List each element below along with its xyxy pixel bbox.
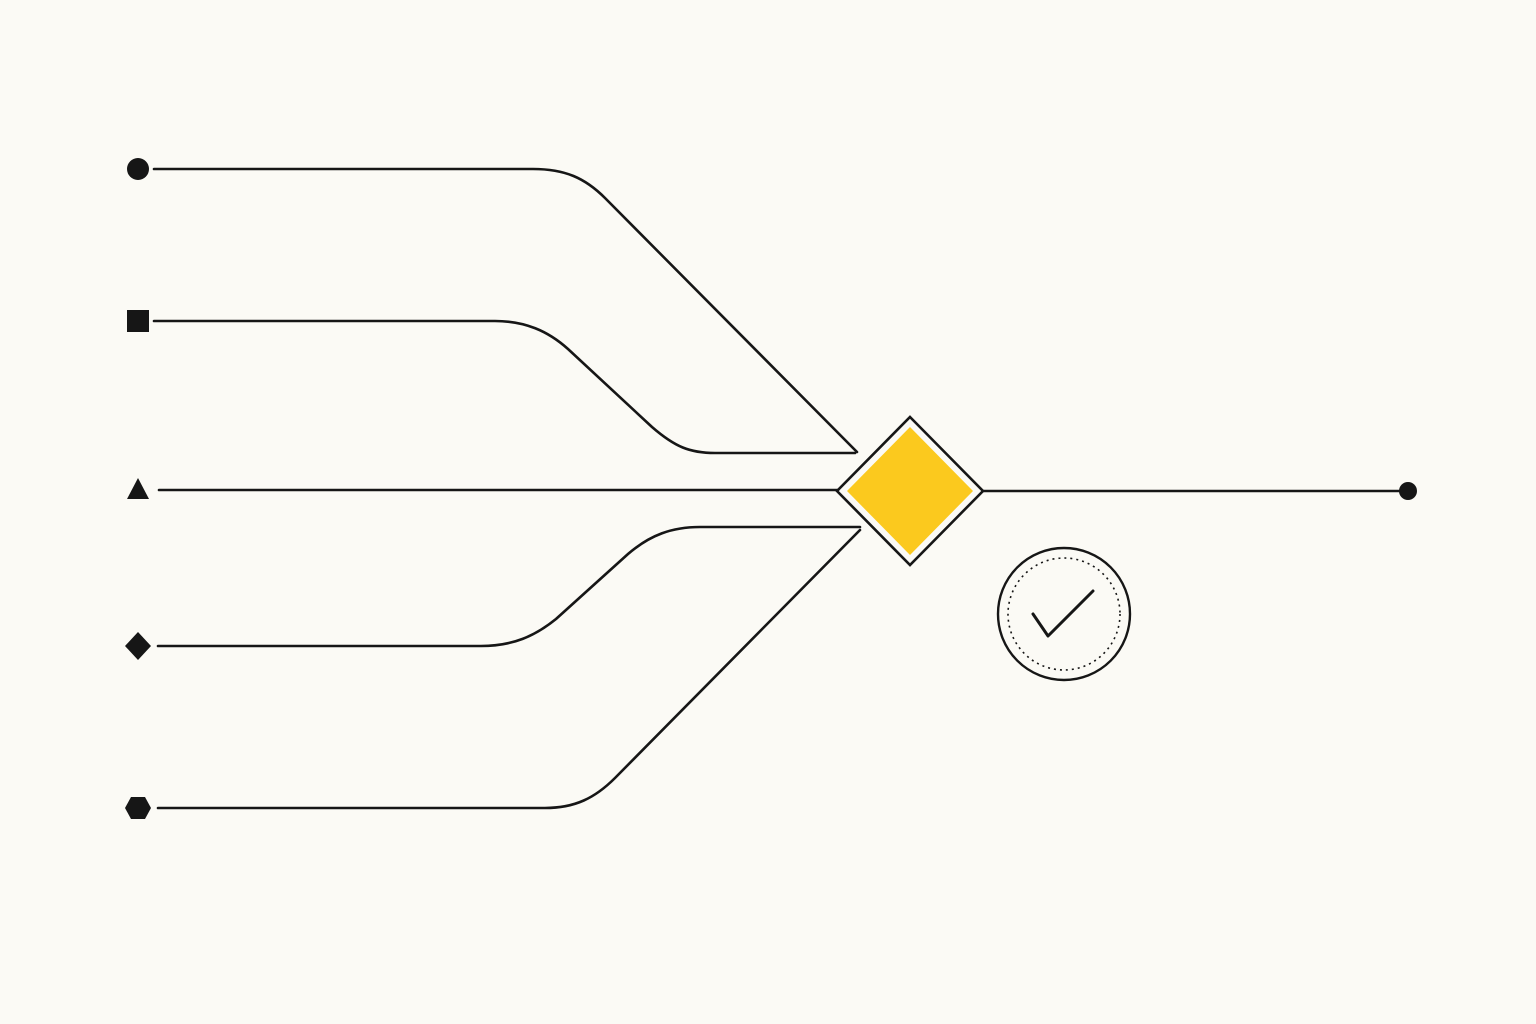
flow-line-circle xyxy=(152,167,859,454)
circle-icon xyxy=(127,158,149,180)
square-icon xyxy=(127,310,149,332)
check-mark xyxy=(1031,589,1095,638)
merge-diamond-fill xyxy=(847,427,973,555)
merge-diamond-outline xyxy=(835,415,985,567)
check-circle-icon xyxy=(996,546,1132,682)
check-dotted-ring xyxy=(1007,557,1121,671)
merge-node xyxy=(835,415,985,567)
hexagon-icon xyxy=(125,797,151,819)
diamond-icon xyxy=(125,632,151,660)
flow-line-hexagon xyxy=(156,528,862,810)
triangle-icon xyxy=(127,478,149,499)
flow-line-diamond xyxy=(156,525,862,648)
dot-icon xyxy=(1399,482,1417,500)
check-outer-ring xyxy=(996,546,1132,682)
flow-line-square xyxy=(152,319,857,455)
